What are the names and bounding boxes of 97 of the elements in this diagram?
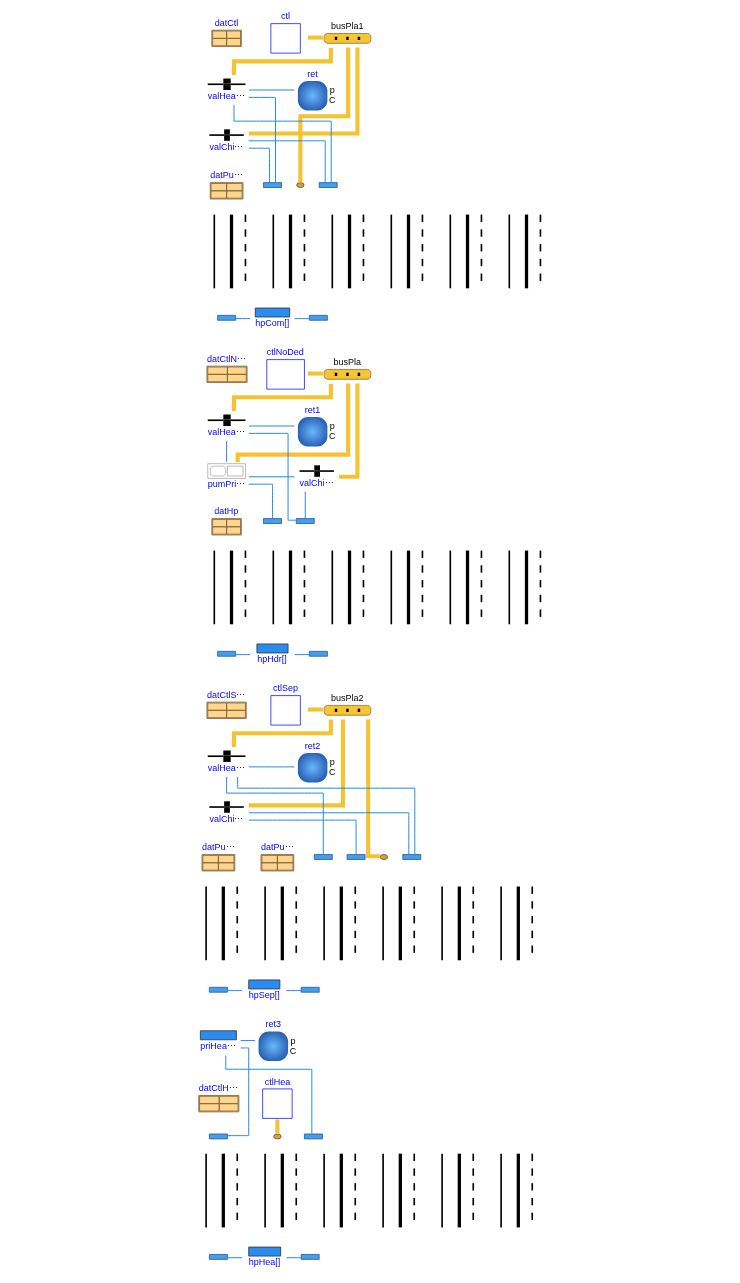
connector [248,96,276,184]
connector [304,491,306,519]
node-label: valChi⋯ [209,141,244,152]
node-label: C [329,766,336,777]
node-label: ctlSep [272,683,298,694]
node-bar [295,518,315,524]
connector [227,1047,250,1137]
node-label: valChi⋯ [299,477,334,488]
node-label: C [329,94,336,105]
node-bar [209,1133,228,1140]
connector [240,1040,256,1042]
connector [233,104,332,183]
node-bar [308,650,328,657]
node-bar [346,854,366,860]
connector [248,432,297,521]
connector [235,318,251,320]
node-label: datPu⋯ [210,170,243,181]
node-circle [273,1133,282,1140]
node-label: priHea⋯ [200,1040,236,1051]
connector [307,371,323,376]
node-label: ret3 [265,1019,282,1030]
node-label: valChi⋯ [209,813,244,824]
node-label: p [329,757,335,768]
node-label: ctl [281,11,291,22]
connector [235,654,251,656]
node-label: datCtl [214,17,239,28]
node-circle [296,182,305,188]
connector [235,383,351,462]
node-label: busPla2 [331,693,364,704]
node-label: hpCom[] [255,317,290,328]
node-label: ret1 [304,404,321,415]
node-label: ctlHea [264,1076,291,1087]
connector [285,1257,302,1259]
node-bar [217,650,236,657]
node-label: ret2 [304,740,321,751]
node-bar [402,854,422,860]
node-label: p [290,1035,296,1046]
node-label: valHea⋯ [207,426,245,437]
node-bar [209,986,228,993]
connector [248,812,410,855]
node-bar [308,314,328,321]
node-label: C [289,1045,297,1056]
node-bar [209,1254,228,1260]
node-label: hpHdr[] [257,653,287,664]
node-label: busPla [333,357,362,368]
node-label: datHp [214,506,239,517]
node-label: p [329,85,335,96]
connector [275,1119,280,1134]
node-label: valHea⋯ [207,762,245,773]
connector [226,440,228,463]
node-bar [313,854,333,860]
node-label: datCtlN⋯ [206,353,246,364]
connector [248,483,273,519]
connector [248,719,345,808]
connector [307,35,323,40]
node-bar [304,1133,323,1140]
connector [248,147,270,183]
node-label: datCtlS⋯ [206,689,246,700]
node-label: hpSep[] [248,989,280,1000]
connector [298,47,351,183]
connector [294,654,310,656]
node-label: C [329,430,336,441]
node-bar [300,986,320,993]
connector [231,719,333,747]
node-label: valHea⋯ [207,90,245,101]
connector [237,776,416,855]
node-label: busPla1 [331,21,364,32]
node-label: ctlNoDed [266,347,304,358]
node-bar [263,182,282,188]
connector [285,990,302,992]
connector [248,47,360,136]
connector [227,1257,243,1259]
node-bar [217,314,236,321]
node-bar [300,1254,320,1260]
connector [248,766,295,768]
node-label: datCtlH⋯ [198,1083,238,1094]
connector [248,140,326,183]
connector [231,47,333,75]
connector [231,383,333,411]
node-label: hpHea[] [248,1256,281,1267]
connector [226,776,324,855]
node-label: ret [307,68,318,79]
node-circle [379,854,389,860]
connector [248,819,357,855]
node-label: datPu⋯ [261,842,294,853]
connector [294,318,310,320]
node-label: p [329,421,335,432]
connector [225,1055,313,1135]
connector [339,383,360,479]
node-bar [318,182,338,188]
connector [307,707,323,712]
node-label: pumPri⋯ [207,479,246,490]
connector [248,476,295,478]
node-label: datPu⋯ [202,842,235,853]
node-bar [263,518,282,524]
connector [366,719,381,859]
connector [227,990,243,992]
